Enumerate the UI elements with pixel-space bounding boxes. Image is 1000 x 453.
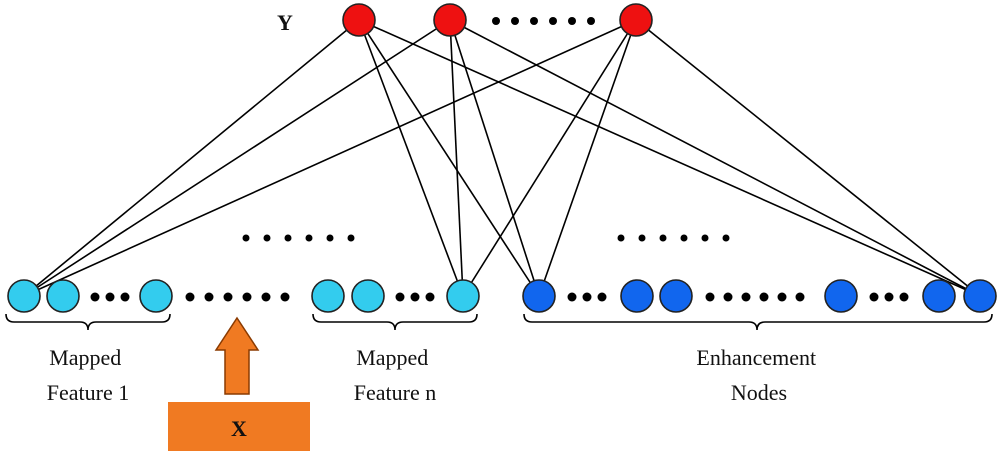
output-node <box>342 3 376 37</box>
edge <box>462 19 637 297</box>
input-label: X <box>231 416 247 441</box>
feature-node <box>311 279 345 313</box>
enhancement-node <box>620 279 654 313</box>
mapped-feature-n-label-line2: Feature n <box>354 380 436 405</box>
output-node <box>433 3 467 37</box>
feature-groups-ellipsis <box>242 234 355 242</box>
edge <box>23 19 451 297</box>
output-node <box>619 3 653 37</box>
edge <box>23 19 360 297</box>
mapped-feature-n-brace <box>312 313 478 331</box>
feature-node <box>46 279 80 313</box>
feature-node <box>7 279 41 313</box>
feature-node <box>139 279 173 313</box>
feature-1-ellipsis <box>90 292 130 302</box>
enhancement-ellipsis <box>567 292 909 302</box>
mapped-feature-1-label-line2: Feature 1 <box>47 380 129 405</box>
mapped-feature-1-brace <box>5 313 171 331</box>
edge <box>358 19 981 297</box>
feature-node <box>351 279 385 313</box>
between-features-ellipsis <box>185 292 290 302</box>
mapped-feature-n-nodes <box>311 279 480 313</box>
edge <box>449 19 464 297</box>
up-arrow-icon <box>214 316 260 395</box>
edge <box>538 19 637 297</box>
mapped-feature-1-label-line1: Mapped <box>49 345 121 370</box>
enhancement-node <box>659 279 693 313</box>
enhancement-nodes-label: Enhancement Nodes <box>696 345 821 405</box>
enhancement-node <box>922 279 956 313</box>
enhancement-nodes-label-line2: Nodes <box>731 380 787 405</box>
edge <box>358 19 540 297</box>
edge <box>23 19 637 297</box>
enhancement-node <box>522 279 556 313</box>
feature-node <box>446 279 480 313</box>
input-box <box>168 402 310 451</box>
mapped-feature-1-nodes <box>7 279 173 313</box>
edge <box>449 19 540 297</box>
enhancement-node <box>963 279 997 313</box>
mapped-feature-1-label: Mapped Feature 1 <box>47 345 129 405</box>
enhancement-nodes-label-line1: Enhancement <box>696 345 816 370</box>
edge <box>358 19 464 297</box>
enhancement-nodes-brace <box>523 313 993 331</box>
edge <box>635 19 981 297</box>
enhancement-groups-ellipsis <box>617 234 730 242</box>
feature-n-ellipsis <box>395 292 435 302</box>
group-braces <box>5 313 993 331</box>
output-ellipsis <box>492 17 595 25</box>
output-nodes <box>342 3 653 37</box>
enhancement-nodes <box>522 279 997 313</box>
mapped-feature-n-label: Mapped Feature n <box>354 345 436 405</box>
mapped-feature-n-label-line1: Mapped <box>356 345 428 370</box>
enhancement-node <box>824 279 858 313</box>
edge <box>449 19 981 297</box>
output-label: Y <box>277 10 293 35</box>
connection-edges <box>23 19 981 297</box>
